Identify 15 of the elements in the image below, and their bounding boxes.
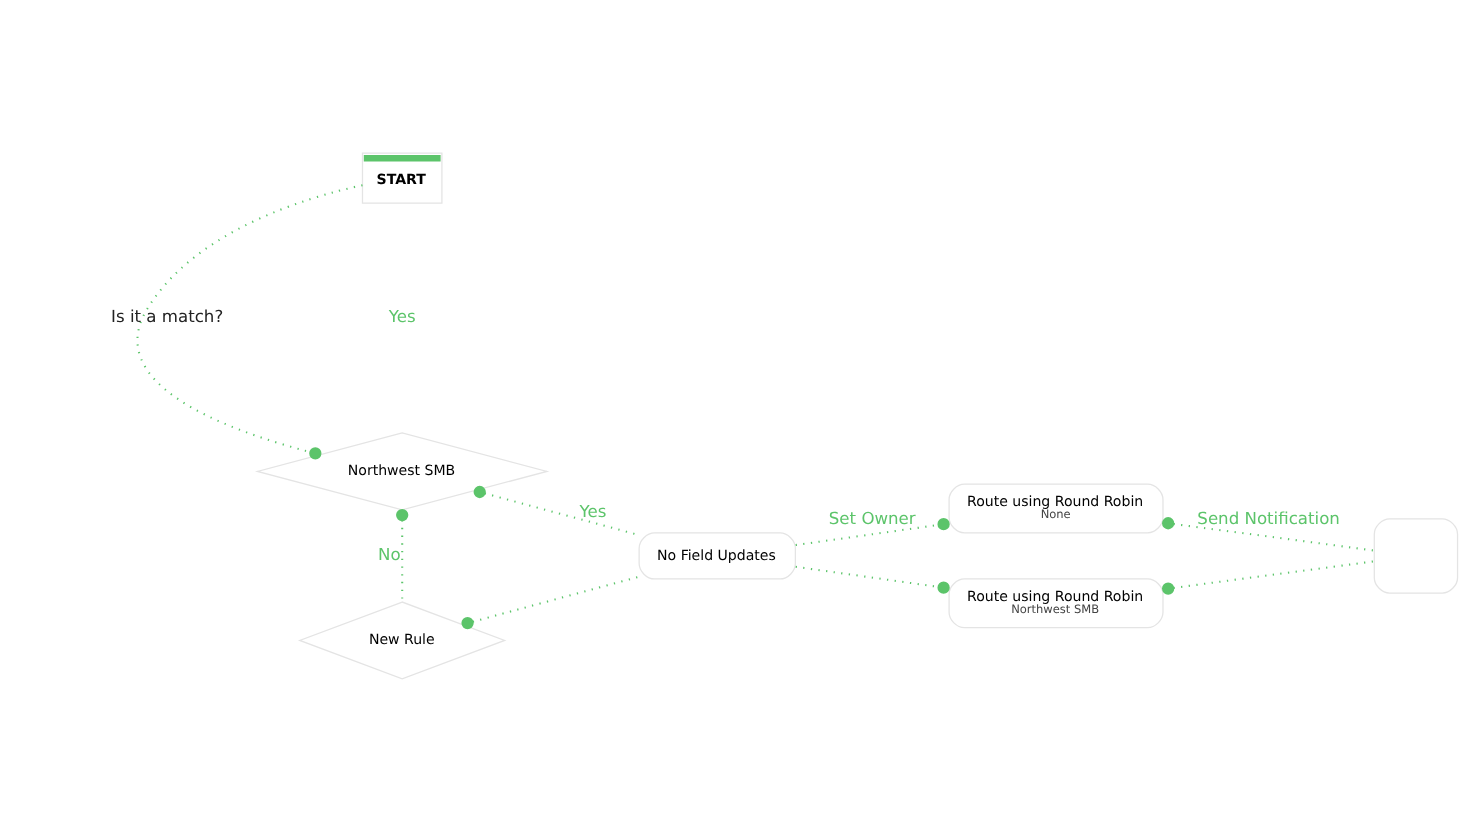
connector	[461, 574, 639, 629]
edge-label: Yes	[579, 499, 607, 520]
connector	[396, 507, 409, 601]
connector	[795, 517, 950, 546]
connector	[473, 484, 640, 536]
edge-label: No	[378, 543, 401, 564]
connector	[1162, 516, 1375, 551]
edge-label: Send Notification	[1197, 507, 1340, 528]
connector	[1162, 559, 1375, 594]
connector	[136, 183, 363, 459]
edge-label: Set Owner	[828, 507, 916, 528]
node-box	[1373, 517, 1459, 593]
connector	[795, 564, 950, 593]
edge-label: Is it a match?	[111, 305, 224, 326]
label: Yes	[388, 305, 416, 326]
